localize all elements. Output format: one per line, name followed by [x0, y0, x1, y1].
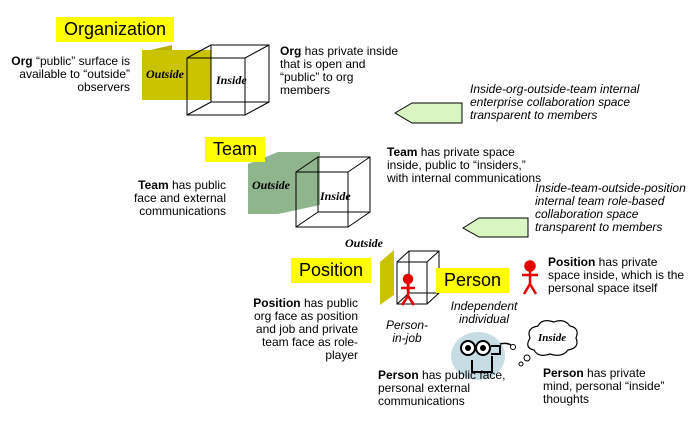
team-cube: [248, 152, 371, 228]
team-label: Team: [205, 137, 266, 162]
team-inside-label: Inside: [320, 189, 351, 203]
organization-label: Organization: [56, 17, 175, 42]
thought-cloud-icon: [518, 320, 578, 367]
org-inside-label: Inside: [216, 73, 247, 87]
independent-stick-figure: [522, 260, 538, 295]
team-position-callout-text: Inside-team-outside-position internal te…: [535, 181, 686, 234]
team-private-description: Team has private space inside, public to…: [387, 145, 542, 185]
position-outside-label: Outside: [345, 236, 384, 250]
team-outside-label: Outside: [252, 178, 291, 192]
person-public-description: Person has public face, personal externa…: [378, 368, 506, 408]
person-in-job-label: Person-in-job: [385, 318, 429, 345]
org-outside-label: Outside: [146, 67, 185, 81]
org-private-description: Org has private inside that is open and …: [280, 44, 399, 97]
position-public-description: Position has public org face as position…: [253, 296, 358, 362]
position-private-description: Position has private space inside, which…: [548, 255, 685, 295]
team-position-callout-arrow: [462, 217, 529, 238]
person-face-icon: [451, 332, 516, 380]
org-team-callout-arrow: [394, 102, 463, 124]
person-label: Person: [436, 268, 510, 293]
position-label: Position: [291, 258, 372, 283]
position-cube-face: [380, 250, 394, 305]
person-in-job-stick-figure: [400, 273, 416, 306]
thought-inside-label: Inside: [538, 332, 567, 344]
team-public-description: Team has public face and external commun…: [133, 178, 226, 218]
person-private-description: Person has private mind, personal “insid…: [543, 366, 665, 406]
independent-individual-label: Independent individual: [450, 299, 518, 326]
org-cube: [142, 44, 270, 116]
org-team-callout-text: Inside-org-outside-team internal enterpr…: [470, 82, 640, 122]
org-public-description: Org “public” surface is available to “ou…: [11, 54, 130, 94]
